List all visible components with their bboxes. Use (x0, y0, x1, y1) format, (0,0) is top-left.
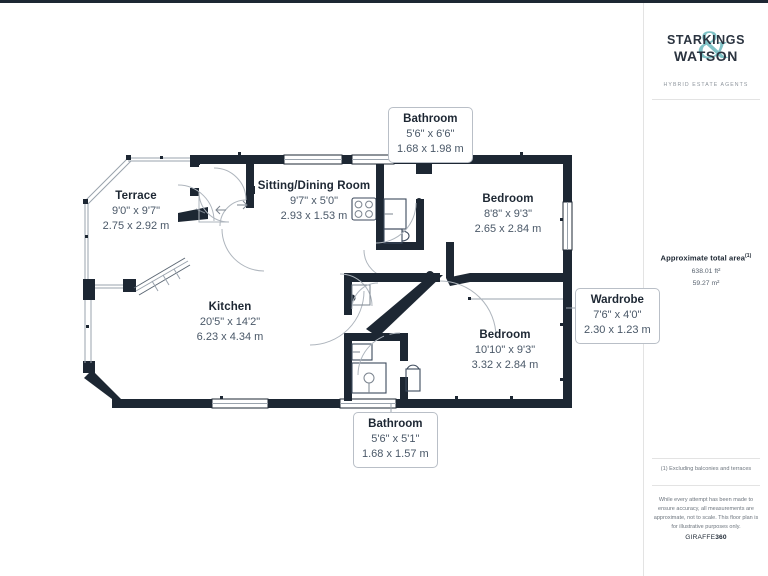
hall-cupboard (351, 282, 379, 310)
total-area-block: Approximate total area(1) 638.01 ft² 59.… (644, 253, 768, 287)
wardrobe-dim-imperial: 7'6" x 4'0" (593, 309, 642, 322)
bathroom-top-structure (363, 164, 424, 279)
total-area-imperial: 638.01 ft² (691, 267, 721, 275)
divider-above-exclusion (652, 458, 760, 459)
bathroom-bottom-name: Bathroom (368, 418, 423, 430)
total-area-metric: 59.27 m² (692, 279, 720, 287)
wardrobe-structure (468, 297, 563, 300)
sidebar: & STARKINGS WATSON HYBRID ESTATE AGENTS … (644, 3, 768, 576)
disclaimer-text: While every attempt has been made to ens… (653, 497, 759, 531)
logo-lockup: & STARKINGS WATSON (656, 22, 756, 73)
bathroom-bottom-fittings (347, 332, 421, 394)
ampersand-icon: & (697, 22, 729, 67)
giraffe360-brand-mark: GIRAFFE360 (644, 534, 768, 541)
terrace-structure (83, 155, 210, 296)
bathroom-top-dim-imperial: 5'6" x 6'6" (406, 128, 455, 141)
callout-bathroom-bottom: Bathroom 5'6" x 5'1" 1.68 x 1.57 m (353, 412, 438, 468)
exterior-walls (83, 152, 573, 409)
bathroom-bottom-dim-metric: 1.68 x 1.57 m (362, 448, 429, 461)
bathroom-bottom-dim-imperial: 5'6" x 5'1" (371, 433, 420, 446)
total-area-title: Approximate total area(1) (644, 253, 768, 263)
brand-mark-suffix: 360 (715, 534, 727, 541)
divider-under-logo (652, 99, 760, 100)
floor-plan-drawing: .wall { fill:#1d2733; } .thin { fill:non… (83, 143, 580, 417)
kitchen-fittings (351, 197, 377, 221)
total-area-label: Approximate total area (660, 253, 746, 263)
callout-wardrobe: Wardrobe 7'6" x 4'0" 2.30 x 1.23 m (575, 288, 660, 344)
floor-plan-canvas: .wall { fill:#1d2733; } .thin { fill:non… (0, 3, 644, 576)
logo-line-watson: WATSON (673, 48, 738, 64)
logo-tagline: HYBRID ESTATE AGENTS (663, 82, 749, 88)
bathroom-top-name: Bathroom (403, 113, 458, 125)
wardrobe-dim-metric: 2.30 x 1.23 m (584, 324, 651, 337)
callout-bathroom-top: Bathroom 5'6" x 6'6" 1.68 x 1.98 m (388, 107, 473, 163)
exclusion-note: (1) Excluding balconies and terraces (660, 466, 752, 472)
brand-mark-prefix: GIRAFFE (685, 534, 716, 541)
interior-walls-upper (178, 155, 255, 222)
bathroom-top-dim-metric: 1.68 x 1.98 m (397, 143, 464, 156)
wardrobe-name: Wardrobe (590, 294, 644, 306)
door-swings-upper (177, 167, 265, 272)
door-swings-lower (309, 271, 497, 366)
logo-line-starkings: STARKINGS (666, 33, 746, 47)
divider-above-disclaimer (652, 485, 760, 486)
brand-logo: & STARKINGS WATSON HYBRID ESTATE AGENTS (644, 22, 768, 104)
total-area-footnote-marker: (1) (745, 253, 752, 259)
